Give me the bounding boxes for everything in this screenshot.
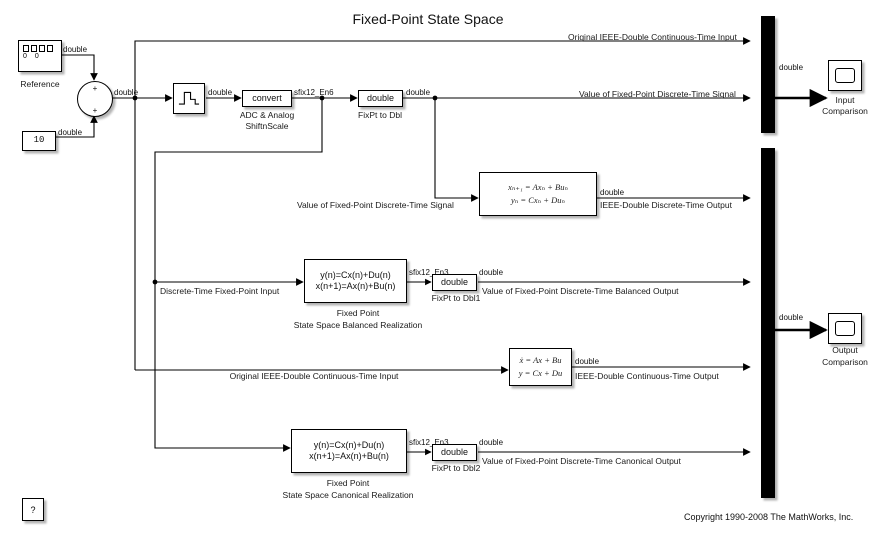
input-scope-label-line2: Comparison xyxy=(822,106,868,116)
signal-type-output-mux-out: double xyxy=(779,313,804,322)
signal-type-fixpt-dbl-out: double xyxy=(406,88,431,97)
fp-canonical-equations: y(n)=Cx(n)+Du(n) x(n+1)=Ax(n)+Bu(n) xyxy=(309,440,389,463)
continuous-ss-equation-2: y = Cx + Du xyxy=(518,368,563,378)
input-mux-block[interactable] xyxy=(761,16,775,133)
help-question-icon: ? xyxy=(30,504,36,515)
output-comparison-scope[interactable] xyxy=(828,313,862,344)
constant-value: 10 xyxy=(33,135,45,146)
signal-type-sum-out: double xyxy=(114,88,139,97)
adc-convert-text: convert xyxy=(252,92,282,103)
adc-convert-block[interactable]: convert xyxy=(242,90,292,107)
signal-type-fixpt-dbl1-out: double xyxy=(479,268,504,277)
continuous-state-space-block[interactable]: ẋ = Ax + Bu y = Cx + Du xyxy=(509,348,572,386)
zero-order-hold-block[interactable] xyxy=(173,83,205,114)
scope-screen-icon xyxy=(835,320,855,337)
continuous-ss-equation-1: ẋ = Ax + Bu xyxy=(519,355,562,366)
sum-block[interactable]: + + xyxy=(77,81,113,117)
signal-type-reference-out: double xyxy=(63,45,88,54)
fp-balanced-label-line2: State Space Balanced Realization xyxy=(293,320,423,330)
fp-balanced-label-line1: Fixed Point xyxy=(336,308,380,318)
fp-canonical-equation-1: y(n)=Cx(n)+Du(n) xyxy=(313,439,385,450)
input-scope-label-line1: Input xyxy=(835,95,855,105)
reference-source-block[interactable]: 0 0 xyxy=(18,40,62,72)
signal-type-constant-out: double xyxy=(58,128,83,137)
signal-type-balanced-out: sfix12_En3 xyxy=(409,268,449,277)
label-discrete-fp-input: Discrete-Time Fixed-Point Input xyxy=(160,286,280,296)
output-scope-label-line1: Output xyxy=(832,345,858,355)
signal-type-input-mux-out: double xyxy=(779,63,804,72)
fixpt-to-dbl2-text: double xyxy=(440,446,469,457)
step-waveform-icon xyxy=(178,91,200,105)
help-block[interactable]: ? xyxy=(22,498,44,521)
fixpt-to-dbl-text: double xyxy=(366,92,395,103)
fixpt-to-dbl1-label: FixPt to Dbl1 xyxy=(431,293,481,303)
output-scope-label-line2: Comparison xyxy=(822,357,868,367)
fixpt-to-dbl1-block[interactable]: double xyxy=(432,274,477,291)
fp-balanced-equation-1: y(n)=Cx(n)+Du(n) xyxy=(320,269,391,280)
adc-block-label-line2: ShiftnScale xyxy=(245,121,289,131)
fp-balanced-equation-2: x(n+1)=Ax(n)+Bu(n) xyxy=(315,281,396,291)
scope-screen-icon xyxy=(835,67,855,84)
signal-type-adc-out: sfix12_En6 xyxy=(294,88,334,97)
fixpt-to-dbl2-block[interactable]: double xyxy=(432,444,477,461)
signal-type-zoh-out: double xyxy=(208,88,233,97)
reference-block-label: Reference xyxy=(20,79,60,89)
sum-plus-bottom: + xyxy=(92,106,98,115)
copyright-notice: Copyright 1990-2008 The MathWorks, Inc. xyxy=(684,512,854,522)
discrete-ss-equation-1: xₙ₊₁ = Axₙ + Buₙ xyxy=(508,182,568,193)
label-value-fp-discrete-signal-mid: Value of Fixed-Point Discrete-Time Signa… xyxy=(297,200,454,210)
output-mux-block[interactable] xyxy=(761,148,775,498)
label-ieee-cont-output: IEEE-Double Continuous-Time Output xyxy=(575,371,719,381)
fp-canonical-block[interactable]: y(n)=Cx(n)+Du(n) x(n+1)=Ax(n)+Bu(n) xyxy=(291,429,407,473)
fixpt-to-dbl1-text: double xyxy=(440,276,469,287)
fp-balanced-block[interactable]: y(n)=Cx(n)+Du(n) x(n+1)=Ax(n)+Bu(n) xyxy=(304,259,407,303)
discrete-ss-equation-2: yₙ = Cxₙ + Duₙ xyxy=(511,195,565,205)
reference-digits: 0 0 xyxy=(23,53,42,60)
label-value-fp-balanced-output: Value of Fixed-Point Discrete-Time Balan… xyxy=(482,286,679,296)
label-orig-cont-input-mid: Original IEEE-Double Continuous-Time Inp… xyxy=(229,371,399,381)
constant-block[interactable]: 10 xyxy=(22,131,56,151)
signal-type-fixpt-dbl2-out: double xyxy=(479,438,504,447)
fixpt-to-dbl-label: FixPt to Dbl xyxy=(358,110,402,120)
label-value-fp-canonical-output: Value of Fixed-Point Discrete-Time Canon… xyxy=(482,456,681,466)
fixpt-to-dbl2-label: FixPt to Dbl2 xyxy=(431,463,481,473)
sum-plus-top: + xyxy=(92,84,98,93)
fixpt-to-dbl-block[interactable]: double xyxy=(358,90,403,107)
label-orig-cont-input-top: Original IEEE-Double Continuous-Time Inp… xyxy=(568,32,737,42)
fp-canonical-label-line2: State Space Canonical Realization xyxy=(282,490,414,500)
input-comparison-scope[interactable] xyxy=(828,60,862,91)
label-value-fp-discrete-signal-top: Value of Fixed-Point Discrete-Time Signa… xyxy=(579,89,736,99)
fp-balanced-equations: y(n)=Cx(n)+Du(n) x(n+1)=Ax(n)+Bu(n) xyxy=(316,270,396,293)
signal-type-continuous-ss-out: double xyxy=(575,357,600,366)
adc-block-label-line1: ADC & Analog xyxy=(239,110,295,120)
discrete-state-space-block[interactable]: xₙ₊₁ = Axₙ + Buₙ yₙ = Cxₙ + Duₙ xyxy=(479,172,597,216)
signal-type-discrete-ss-out: double xyxy=(600,188,625,197)
signal-type-canonical-out: sfix12_En3 xyxy=(409,438,449,447)
fp-canonical-equation-2: x(n+1)=Ax(n)+Bu(n) xyxy=(309,451,389,461)
reference-pulse-icon xyxy=(23,45,57,52)
label-ieee-discrete-output: IEEE-Double Discrete-Time Output xyxy=(600,200,732,210)
page-title: Fixed-Point State Space xyxy=(352,11,504,27)
fp-canonical-label-line1: Fixed Point xyxy=(326,478,370,488)
